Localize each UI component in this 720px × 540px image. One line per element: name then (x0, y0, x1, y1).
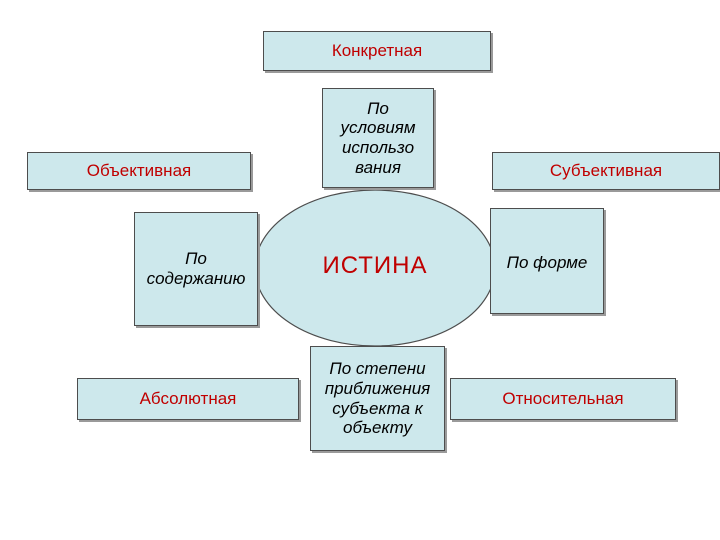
node-subjective-label: Субъективная (549, 161, 663, 181)
center-label-truth: ИСТИНА (322, 252, 428, 279)
node-absolute-label: Абсолютная (139, 389, 237, 409)
node-relative: Относительная (450, 378, 676, 420)
node-subjective: Субъективная (492, 152, 720, 190)
node-by-content-label: По содержанию (146, 249, 246, 288)
node-concrete-label: Конкретная (331, 41, 423, 61)
node-relative-label: Относительная (502, 389, 624, 409)
node-objective-label: Объективная (86, 161, 192, 181)
node-by-degree-label: По степени приближения субъекта к объект… (324, 359, 431, 438)
node-by-form-label: По форме (506, 253, 588, 272)
node-by-conditions-label: По условиям использо вания (340, 98, 416, 177)
node-absolute: Абсолютная (77, 378, 299, 420)
node-concrete: Конкретная (263, 31, 491, 71)
node-by-conditions: По условиям использо вания (322, 88, 434, 188)
node-by-form: По форме (490, 208, 604, 314)
node-by-content: По содержанию (134, 212, 258, 326)
node-objective: Объективная (27, 152, 251, 190)
node-by-degree: По степени приближения субъекта к объект… (310, 346, 445, 451)
